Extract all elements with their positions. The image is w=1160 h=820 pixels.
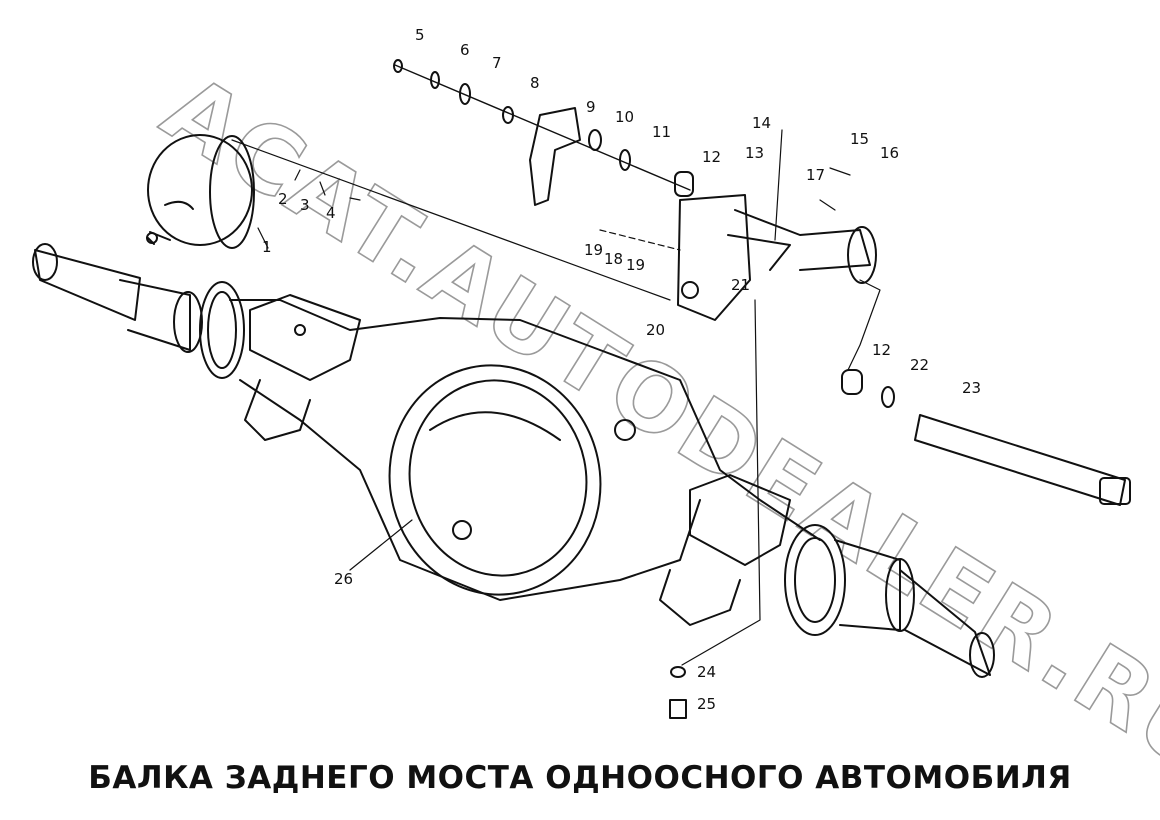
callout-6: 6 [460, 41, 470, 59]
callout-25: 25 [697, 695, 717, 713]
watermark: ACAT.AUTODEALER.RU [144, 54, 1160, 797]
callout-12b: 12 [872, 341, 892, 359]
callout-8: 8 [530, 74, 540, 92]
callout-2: 2 [278, 190, 288, 208]
left-spindle [32, 243, 245, 379]
callout-16: 16 [880, 144, 900, 162]
callout-14: 14 [752, 114, 772, 132]
mounting-bolt [669, 666, 687, 719]
callout-22: 22 [910, 356, 930, 374]
callout-11: 11 [652, 123, 672, 141]
bracket-and-camshaft [677, 194, 1131, 506]
callout-4: 4 [326, 204, 336, 222]
callout-21: 21 [731, 276, 751, 294]
callout-18: 18 [604, 250, 624, 268]
right-spindle [784, 524, 995, 678]
callout-15: 15 [850, 130, 870, 148]
diagram-title: БАЛКА ЗАДНЕГО МОСТА ОДНООСНОГО АВТОМОБИЛ… [88, 760, 1072, 796]
callout-10: 10 [615, 108, 635, 126]
watermark-text: ACAT.AUTODEALER.RU [145, 55, 1160, 796]
callout-1: 1 [262, 238, 272, 256]
slack-adjuster-parts [393, 59, 694, 206]
brake-chamber [146, 134, 255, 249]
callout-24: 24 [697, 663, 717, 681]
callout-13: 13 [745, 144, 765, 162]
callout-7: 7 [492, 54, 502, 72]
callout-3: 3 [300, 196, 310, 214]
leader-lines [231, 129, 881, 666]
left-spring-seat [244, 294, 361, 441]
axle-housing [229, 299, 821, 601]
callout-20: 20 [646, 321, 666, 339]
callout-19a: 19 [584, 241, 604, 259]
callout-5: 5 [415, 26, 425, 44]
right-spring-seat [659, 474, 791, 626]
callout-17: 17 [806, 166, 826, 184]
callout-12a: 12 [702, 148, 722, 166]
callout-23: 23 [962, 379, 982, 397]
callout-19b: 19 [626, 256, 646, 274]
callout-26: 26 [334, 570, 354, 588]
callout-9: 9 [586, 98, 596, 116]
